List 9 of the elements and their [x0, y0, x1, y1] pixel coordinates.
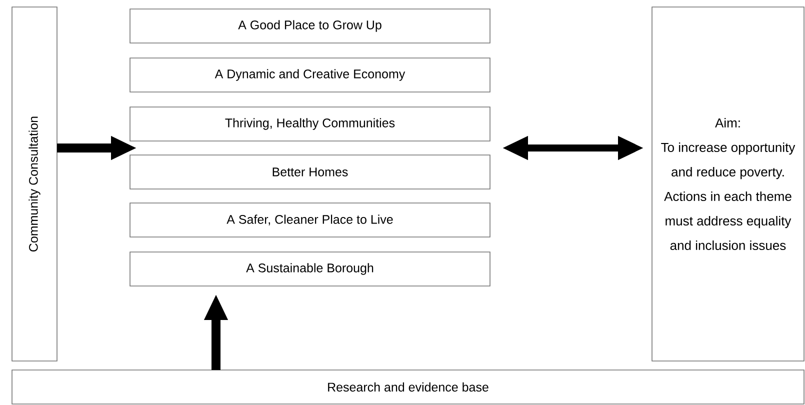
- base-box: Research and evidence base: [12, 370, 804, 404]
- theme-box: A Sustainable Borough: [130, 252, 490, 286]
- theme-box: Better Homes: [130, 154, 490, 190]
- theme-box: A Safer, Cleaner Place to Live: [130, 202, 490, 238]
- aim-box: Aim: To increase opportunity and reduce poverty. Actions in each theme must address equality and inclusion issues: [652, 6, 804, 362]
- theme-box: A Dynamic and Creative Economy: [130, 58, 490, 92]
- theme-box: Thriving, Healthy Communities: [130, 106, 490, 142]
- side-box: Community Consultation: [12, 6, 58, 362]
- theme-box: A Good Place to Grow Up: [130, 8, 490, 44]
